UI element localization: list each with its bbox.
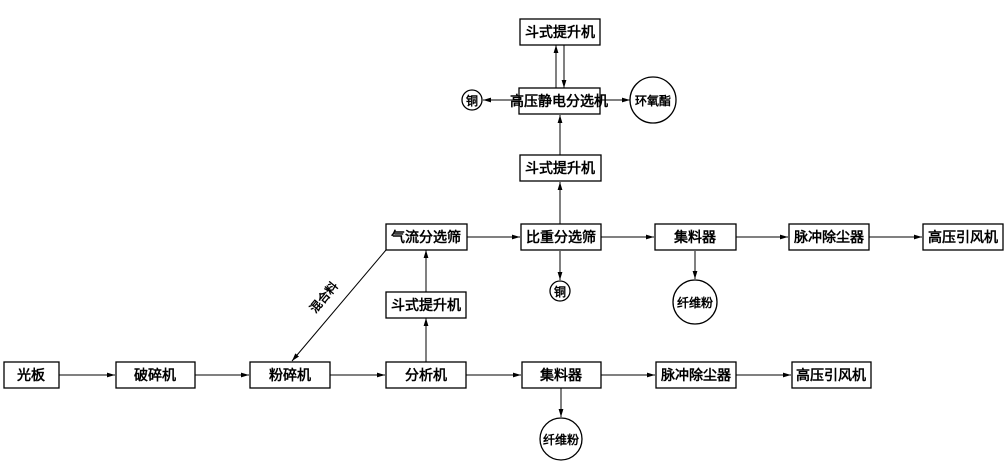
node-tong-top-label: 铜 — [466, 93, 478, 108]
node-qiliu-label: 气流分选筛 — [390, 229, 461, 246]
node-tisheng-top-label: 斗式提升机 — [525, 24, 595, 41]
node-tisheng-mid-label: 斗式提升机 — [391, 297, 461, 314]
connectors — [59, 45, 922, 417]
node-posuiji-label: 破碎机 — [134, 367, 176, 384]
node-tisheng-upper: 斗式提升机 — [519, 154, 602, 182]
node-xianweifen-up: 纤维粉 — [672, 279, 718, 325]
node-fensuiji: 粉碎机 — [249, 361, 331, 389]
node-guangban-label: 光板 — [16, 367, 46, 384]
node-jiliaoqi-up-label: 集料器 — [673, 229, 717, 246]
node-jingdian-label: 高压静电分选机 — [510, 93, 608, 110]
node-posuiji: 破碎机 — [115, 361, 196, 389]
node-xianweifen-up-label: 纤维粉 — [677, 295, 713, 310]
node-huanyangzhi: 环氧酯 — [629, 76, 677, 124]
node-qiliu: 气流分选筛 — [385, 223, 468, 251]
node-yinfeng-up: 高压引风机 — [922, 223, 1004, 251]
node-fenxiji-label: 分析机 — [405, 367, 447, 384]
node-tong-top: 铜 — [461, 89, 483, 111]
node-bizhong: 比重分选筛 — [520, 223, 602, 251]
node-yinfeng-low: 高压引风机 — [791, 361, 872, 389]
node-maichong-up-label: 脉冲除尘器 — [793, 229, 865, 246]
node-yinfeng-low-label: 高压引风机 — [796, 367, 866, 384]
node-guangban: 光板 — [3, 361, 60, 389]
node-tisheng-upper-label: 斗式提升机 — [525, 160, 595, 177]
edge-qiliu-fensuiji-mixed — [291, 249, 387, 362]
node-bizhong-label: 比重分选筛 — [526, 229, 596, 246]
node-xianweifen-low-label: 纤维粉 — [543, 432, 579, 447]
node-jingdian: 高压静电分选机 — [510, 87, 608, 115]
node-xianweifen-low: 纤维粉 — [539, 417, 583, 461]
node-huanyangzhi-label: 环氧酯 — [635, 93, 671, 108]
node-maichong-low-label: 脉冲除尘器 — [660, 367, 732, 384]
node-jiliaoqi-low: 集料器 — [521, 361, 602, 389]
node-tong-mid: 铜 — [549, 280, 571, 302]
node-tisheng-mid: 斗式提升机 — [385, 291, 467, 319]
node-fenxiji: 分析机 — [385, 361, 467, 389]
node-jiliaoqi-low-label: 集料器 — [539, 367, 583, 384]
node-tisheng-top: 斗式提升机 — [519, 18, 601, 46]
node-jiliaoqi-up: 集料器 — [654, 223, 737, 251]
node-tong-mid-label: 铜 — [554, 284, 566, 299]
node-fensuiji-label: 粉碎机 — [269, 367, 311, 384]
node-maichong-up: 脉冲除尘器 — [788, 223, 870, 251]
node-yinfeng-up-label: 高压引风机 — [928, 229, 998, 246]
node-maichong-low: 脉冲除尘器 — [655, 361, 737, 389]
